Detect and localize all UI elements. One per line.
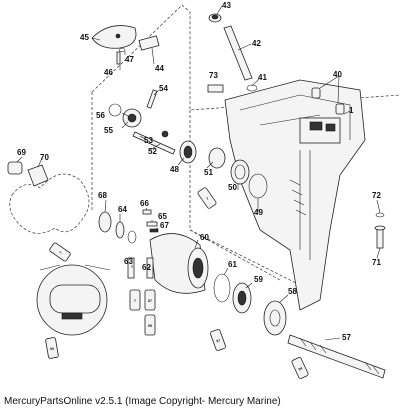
svg-text:95: 95 — [148, 324, 152, 328]
tube-7b: 7 — [49, 242, 71, 262]
callout-51: 51 — [204, 168, 213, 177]
gearcase-housing — [224, 79, 366, 311]
tube-94: 94 — [291, 357, 309, 379]
callout-61: 61 — [228, 260, 237, 269]
magnified-inset — [36, 264, 111, 336]
callout-40: 40 — [333, 70, 342, 79]
thrust-parts — [98, 209, 159, 244]
callout-43: 43 — [222, 1, 231, 10]
image-copyright-footer: MercuryPartsOnline v2.5.1 (Image Copyrig… — [4, 396, 281, 407]
callout-53: 53 — [144, 136, 153, 145]
callout-72: 72 — [372, 191, 381, 200]
tube-95b: 95 — [45, 337, 59, 359]
dowel-pins — [311, 87, 345, 115]
tube-7a: 7 — [197, 187, 217, 209]
callout-59: 59 — [254, 275, 263, 284]
dashed-prop-outline — [9, 173, 90, 234]
svg-text:7: 7 — [59, 251, 63, 255]
callout-73: 73 — [209, 71, 218, 80]
pinion-bearing-stack — [179, 140, 268, 199]
callout-41: 41 — [258, 73, 267, 82]
callout-numbers: 43 42 41 40 1 73 45 46 47 44 54 56 55 53… — [17, 1, 381, 342]
callout-50: 50 — [228, 183, 237, 192]
callout-66: 66 — [140, 199, 149, 208]
callout-44: 44 — [155, 64, 164, 73]
callout-69: 69 — [17, 148, 26, 157]
callout-60: 60 — [200, 233, 209, 242]
svg-text:7: 7 — [134, 299, 136, 303]
tube-87a: 87 — [144, 289, 156, 311]
water-tube — [208, 13, 258, 92]
callout-47: 47 — [125, 55, 134, 64]
callout-67: 67 — [160, 221, 169, 230]
callout-62: 62 — [142, 263, 151, 272]
callout-68: 68 — [98, 191, 107, 200]
callout-49: 49 — [254, 208, 263, 217]
callout-54: 54 — [159, 84, 168, 93]
tube-7c: 7 — [129, 289, 141, 311]
callout-71: 71 — [372, 258, 381, 267]
shift-shaft-parts — [108, 89, 176, 155]
callout-64: 64 — [118, 205, 127, 214]
reverse-gear-stack — [213, 273, 287, 336]
callout-46: 46 — [104, 68, 113, 77]
decal-73 — [207, 84, 224, 93]
propeller-hardware — [7, 161, 49, 187]
gearcase-exploded-diagram: 7 7 7 87 87 95 95 94 — [7, 1, 400, 379]
bearing-carrier — [149, 233, 209, 294]
callout-45: 45 — [80, 33, 89, 42]
leader-lines — [16, 5, 381, 341]
lubricant-tubes: 7 7 7 87 87 95 95 94 — [45, 187, 309, 379]
tube-95a: 95 — [144, 314, 156, 336]
callout-58: 58 — [288, 287, 297, 296]
callout-70: 70 — [40, 153, 49, 162]
svg-text:95: 95 — [50, 347, 55, 352]
callout-48: 48 — [170, 165, 179, 174]
svg-text:94: 94 — [298, 366, 303, 371]
callout-1: 1 — [349, 106, 354, 115]
callout-52: 52 — [148, 147, 157, 156]
anode-assembly — [91, 25, 160, 65]
tube-87b: 87 — [210, 329, 226, 351]
callout-42: 42 — [252, 39, 261, 48]
callout-65: 65 — [158, 212, 167, 221]
callout-55: 55 — [104, 126, 113, 135]
svg-text:87: 87 — [216, 338, 221, 343]
drain-screw — [374, 212, 386, 249]
propeller-shaft — [287, 334, 386, 379]
callout-56: 56 — [96, 111, 105, 120]
svg-text:7: 7 — [206, 197, 210, 201]
svg-text:87: 87 — [148, 299, 152, 303]
callout-57: 57 — [342, 333, 351, 342]
callout-63: 63 — [124, 257, 133, 266]
